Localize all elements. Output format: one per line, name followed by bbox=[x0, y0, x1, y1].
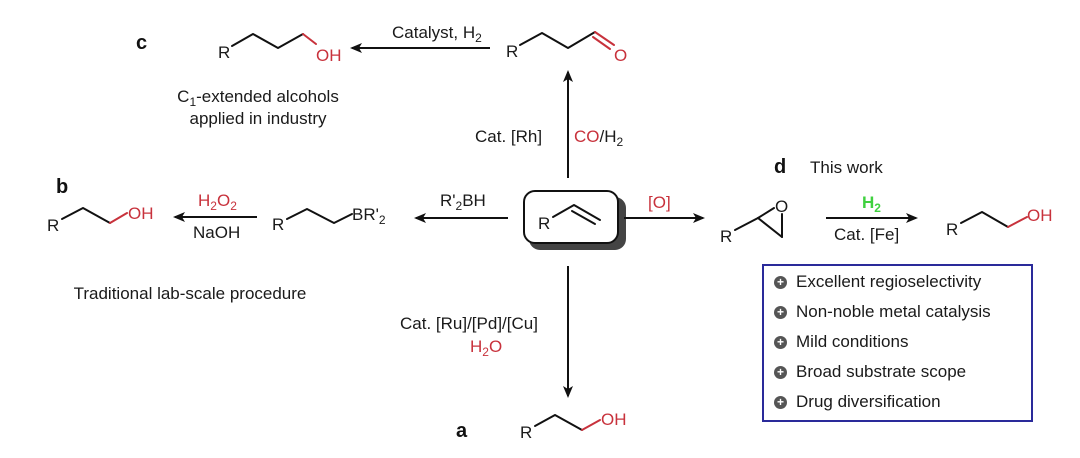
b-naoh: NaOH bbox=[193, 223, 240, 242]
svg-text:O: O bbox=[614, 46, 627, 65]
svg-text:OH: OH bbox=[316, 46, 342, 65]
advantage-item: + Non-noble metal catalysis bbox=[774, 302, 991, 322]
advantage-text: Broad substrate scope bbox=[796, 362, 967, 381]
plus-circle-icon: + bbox=[774, 275, 787, 289]
plus-circle-icon: + bbox=[774, 305, 787, 319]
advantage-item: + Mild conditions bbox=[774, 332, 908, 352]
plus-circle-icon: + bbox=[774, 365, 787, 379]
advantage-text: Mild conditions bbox=[796, 332, 909, 351]
b-product-alcohol: R OH bbox=[47, 204, 154, 235]
c-co-h2: CO/H2 bbox=[574, 127, 624, 149]
svg-text:R: R bbox=[218, 43, 230, 62]
panel-label-b: b bbox=[56, 176, 68, 198]
plus-circle-icon: + bbox=[774, 395, 787, 409]
svg-text:R: R bbox=[946, 220, 958, 239]
svg-text:R: R bbox=[720, 227, 732, 246]
svg-text:OH: OH bbox=[601, 410, 627, 429]
svg-text:OH: OH bbox=[128, 204, 154, 223]
panel-label-d: d bbox=[774, 156, 786, 178]
advantage-text: Excellent regioselectivity bbox=[796, 272, 982, 291]
advantages-box: + Excellent regioselectivity + Non-noble… bbox=[762, 264, 1033, 422]
advantage-item: + Excellent regioselectivity bbox=[774, 272, 981, 292]
b-borane-intermediate: R BR'2 bbox=[272, 205, 386, 234]
plus-circle-icon: + bbox=[774, 335, 787, 349]
advantage-item: + Broad substrate scope bbox=[774, 362, 966, 382]
d-epoxide: R O bbox=[720, 197, 788, 246]
panel-label-c: c bbox=[136, 32, 147, 54]
d-oxidant: [O] bbox=[648, 193, 671, 212]
svg-text:R: R bbox=[538, 214, 550, 233]
b-h2o2: H2O2 bbox=[198, 191, 237, 213]
svg-text:R: R bbox=[506, 42, 518, 61]
a-h2o: H2O bbox=[470, 337, 502, 359]
c-caption-line1: C1-extended alcohols bbox=[177, 87, 339, 109]
c-product-alcohol: R OH bbox=[218, 33, 342, 65]
substrate-alkene-box: R bbox=[523, 190, 626, 250]
advantage-item: + Drug diversification bbox=[774, 392, 941, 412]
svg-text:O: O bbox=[775, 197, 788, 216]
c-caption-line2: applied in industry bbox=[189, 109, 327, 128]
c-step2-conditions: Catalyst, H2 bbox=[392, 23, 482, 45]
svg-text:R: R bbox=[47, 216, 59, 235]
panel-label-a: a bbox=[456, 420, 468, 442]
b-r2bh: R'2BH bbox=[440, 191, 486, 213]
b-caption: Traditional lab-scale procedure bbox=[74, 284, 307, 303]
svg-text:OH: OH bbox=[1027, 206, 1053, 225]
a-catalysts: Cat. [Ru]/[Pd]/[Cu] bbox=[400, 314, 538, 333]
advantage-text: Drug diversification bbox=[796, 392, 941, 411]
d-catalyst-fe: Cat. [Fe] bbox=[834, 225, 899, 244]
d-h2: H2 bbox=[862, 193, 881, 215]
advantage-text: Non-noble metal catalysis bbox=[796, 302, 991, 321]
c-catalyst: Cat. [Rh] bbox=[475, 127, 542, 146]
svg-text:R: R bbox=[272, 215, 284, 234]
d-title: This work bbox=[810, 158, 883, 177]
c-aldehyde: R O bbox=[506, 31, 627, 65]
svg-text:BR'2: BR'2 bbox=[352, 205, 386, 227]
a-product-alcohol: R OH bbox=[520, 410, 627, 442]
svg-text:R: R bbox=[520, 423, 532, 442]
d-product-alcohol: R OH bbox=[946, 206, 1053, 239]
